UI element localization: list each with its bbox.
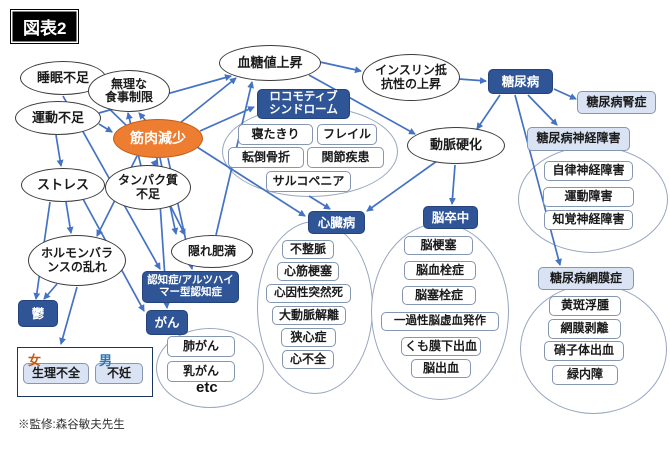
node-macular-edema: 黄斑浮腫 <box>549 296 621 316</box>
node-cerebral-embolism: 脳塞栓症 <box>402 286 476 305</box>
edge-protein-muscle <box>150 159 158 167</box>
node-sensory-nerve-disorder: 知覚神経障害 <box>544 210 633 230</box>
edge-muscle-blood_sugar <box>179 77 237 124</box>
node-diabetic-neuropathy: 糖尿病神経障害 <box>527 127 630 151</box>
node-sarcopenia: サルコペニア <box>266 171 351 192</box>
node-cerebral-infarction: 脳梗塞 <box>404 236 473 255</box>
node-cerebral-thrombosis: 脳血栓症 <box>404 261 476 280</box>
edge-diabetes-nephropathy <box>553 88 577 100</box>
node-retinal-detachment: 網膜剥離 <box>548 319 621 339</box>
node-infertility: 不妊 <box>95 363 143 384</box>
node-aortic-dissection: 大動脈解離 <box>272 306 346 325</box>
node-stroke: 脳卒中 <box>423 206 478 229</box>
node-hidden-obesity: 隠れ肥満 <box>171 235 253 268</box>
node-diabetic-retinopathy: 糖尿病網膜症 <box>538 267 634 290</box>
node-arrhythmia: 不整脈 <box>282 240 334 259</box>
node-lung-cancer: 肺がん <box>167 336 235 357</box>
node-bedridden: 寝たきり <box>238 124 313 145</box>
node-sleep-deficiency: 睡眠不足 <box>20 61 106 95</box>
node-motor-disorder: 運動障害 <box>543 187 634 207</box>
male-label: 男 <box>99 353 113 368</box>
node-cancer: がん <box>146 310 188 335</box>
edge-hormone-depression <box>43 283 58 300</box>
node-breast-cancer: 乳がん <box>167 361 235 382</box>
node-transient-ischemic-attack: 一過性脳虚血発作 <box>381 312 499 331</box>
node-glaucoma: 緑内障 <box>552 365 618 385</box>
node-frailty: フレイル <box>317 124 377 145</box>
edge-diabetes-artery <box>476 94 501 130</box>
node-lack-of-exercise: 運動不足 <box>15 101 101 135</box>
node-menstrual-dysfunction: 生理不全 <box>23 363 89 384</box>
node-blood-sugar-rise: 血糖値上昇 <box>219 45 321 81</box>
node-stress: ストレス <box>21 168 105 202</box>
node-depression: 鬱 <box>18 300 58 327</box>
edge-blood_sugar-artery <box>308 74 416 135</box>
edge-exercise-muscle <box>98 123 113 133</box>
edge-artery-stroke <box>448 164 456 205</box>
node-joint-disease: 関節疾患 <box>307 147 384 168</box>
node-diabetes: 糖尿病 <box>488 69 553 94</box>
edge-insulin-diabetes <box>458 77 487 85</box>
node-subarachnoid-hemorrhage: くも膜下出血 <box>401 337 481 356</box>
node-diabetic-nephropathy: 糖尿病腎症 <box>577 91 656 114</box>
node-hormone-imbalance: ホルモンバラ ンスの乱れ <box>28 235 126 286</box>
etc-label: etc <box>196 379 218 396</box>
node-locomotive-syndrome: ロコモティブ シンドローム <box>257 89 350 119</box>
node-insulin-resistance: インスリン抵 抗性の上昇 <box>362 54 460 101</box>
node-protein-deficiency: タンパク質 不足 <box>105 165 191 210</box>
node-heart-failure: 心不全 <box>282 350 334 369</box>
edge-muscle-heart <box>196 146 306 217</box>
female-label: 女 <box>28 353 42 368</box>
edge-diabetes-neuropathy <box>527 94 558 126</box>
edge-artery-heart <box>366 160 438 212</box>
edge-exercise-stress <box>55 134 64 167</box>
node-myocardial-infarction: 心筋梗塞 <box>277 262 339 281</box>
node-cardiogenic-sudden-death: 心因性突然死 <box>266 284 351 303</box>
edge-locomotive_group-heart <box>308 195 331 210</box>
edge-muscle-locomotive <box>199 106 255 132</box>
edge-hormone-gender_box <box>59 286 78 345</box>
node-extreme-dieting: 無理な 食事制限 <box>88 70 170 112</box>
edge-stress-hormone <box>65 201 74 234</box>
node-arteriosclerosis: 動脈硬化 <box>407 127 505 164</box>
node-dementia-alzheimers: 認知症/アルツハイ マー型認知症 <box>142 271 239 303</box>
node-heart-disease: 心臓病 <box>308 211 365 234</box>
node-vitreous-hemorrhage: 硝子体出血 <box>544 341 624 361</box>
edge-protein-hidden_obesity <box>169 204 186 236</box>
edge-blood_sugar-insulin <box>319 61 362 74</box>
node-muscle-loss: 筋肉減少 <box>113 119 203 158</box>
edge-diabetes-retinopathy <box>514 94 562 266</box>
node-fall-fracture: 転倒骨折 <box>228 147 304 168</box>
node-cerebral-hemorrhage: 脳出血 <box>411 359 471 378</box>
title-badge: 図表2 <box>10 9 80 44</box>
node-angina: 狭心症 <box>281 328 336 347</box>
footer-note: ※監修:森谷敏夫先生 <box>18 419 125 431</box>
node-autonomic-nerve-disorder: 自律神経障害 <box>544 161 633 181</box>
